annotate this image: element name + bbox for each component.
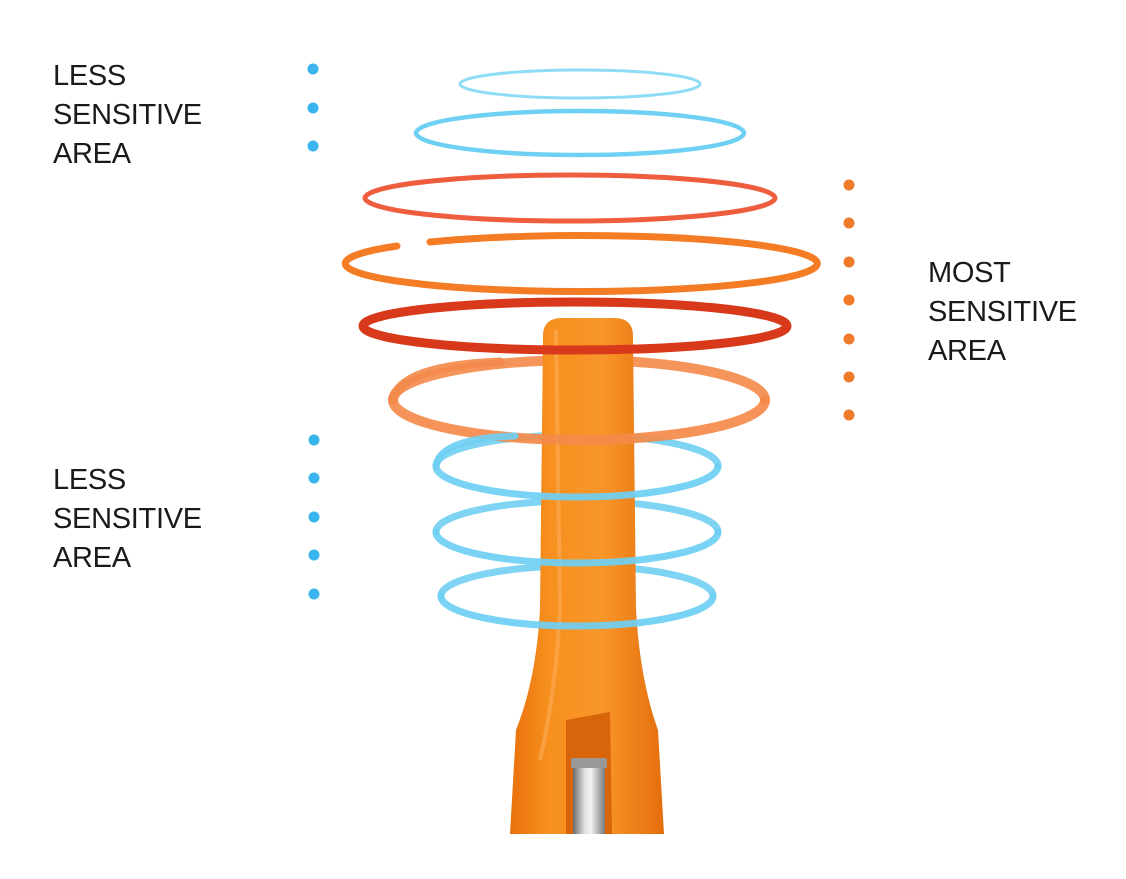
dot-bottom-3 xyxy=(308,511,320,523)
label-top-line1: LESS xyxy=(53,60,126,92)
dots-right xyxy=(843,179,855,421)
thermometer-probe xyxy=(573,764,605,834)
ring-orange xyxy=(341,231,821,295)
thermometer-highlight xyxy=(538,329,563,761)
dot-bottom-5 xyxy=(308,588,320,600)
label-most-sensitive: MOST SENSITIVE AREA xyxy=(928,254,1077,371)
dot-right-4 xyxy=(843,294,855,306)
dot-right-2 xyxy=(843,217,855,229)
ring-light-orange-front xyxy=(388,395,770,445)
label-bottom-line2: SENSITIVE xyxy=(53,503,202,535)
dot-right-3 xyxy=(843,256,855,268)
dot-top-2 xyxy=(307,102,319,114)
ring-light-orange-tail xyxy=(388,357,505,405)
dot-bottom-2 xyxy=(308,472,320,484)
dot-right-6 xyxy=(843,371,855,383)
ring-red xyxy=(362,172,778,224)
ring-blue-spiral-start xyxy=(432,432,519,470)
rings-sensitive xyxy=(341,172,821,445)
ring-blue-1 xyxy=(458,68,702,100)
label-less-sensitive-top: LESS SENSITIVE AREA xyxy=(53,57,202,174)
ring-blue-5-front xyxy=(432,528,722,567)
dots-top xyxy=(307,63,319,152)
dot-right-1 xyxy=(843,179,855,191)
label-less-sensitive-bottom: LESS SENSITIVE AREA xyxy=(53,461,202,578)
ring-blue-6-front xyxy=(437,592,717,630)
label-right-line1: MOST xyxy=(928,257,1011,289)
label-right-line3: AREA xyxy=(928,335,1006,367)
dot-top-1 xyxy=(307,63,319,75)
rings-bottom-blue xyxy=(432,432,722,630)
label-right-line2: SENSITIVE xyxy=(928,296,1077,328)
ring-blue-4-front xyxy=(432,462,722,501)
label-top-line2: SENSITIVE xyxy=(53,99,202,131)
dot-bottom-4 xyxy=(308,549,320,561)
label-bottom-line1: LESS xyxy=(53,464,126,496)
dots-bottom xyxy=(308,434,320,600)
ring-blue-2 xyxy=(413,108,747,158)
thermometer xyxy=(510,318,664,834)
label-bottom-line3: AREA xyxy=(53,542,131,574)
dot-bottom-1 xyxy=(308,434,320,446)
ring-dark-red xyxy=(358,297,792,355)
thermometer-probe-cap xyxy=(571,758,607,768)
label-top-line3: AREA xyxy=(53,138,131,170)
dot-top-3 xyxy=(307,140,319,152)
dot-right-7 xyxy=(843,409,855,421)
dot-right-5 xyxy=(843,333,855,345)
rings-top-blue xyxy=(413,68,747,158)
